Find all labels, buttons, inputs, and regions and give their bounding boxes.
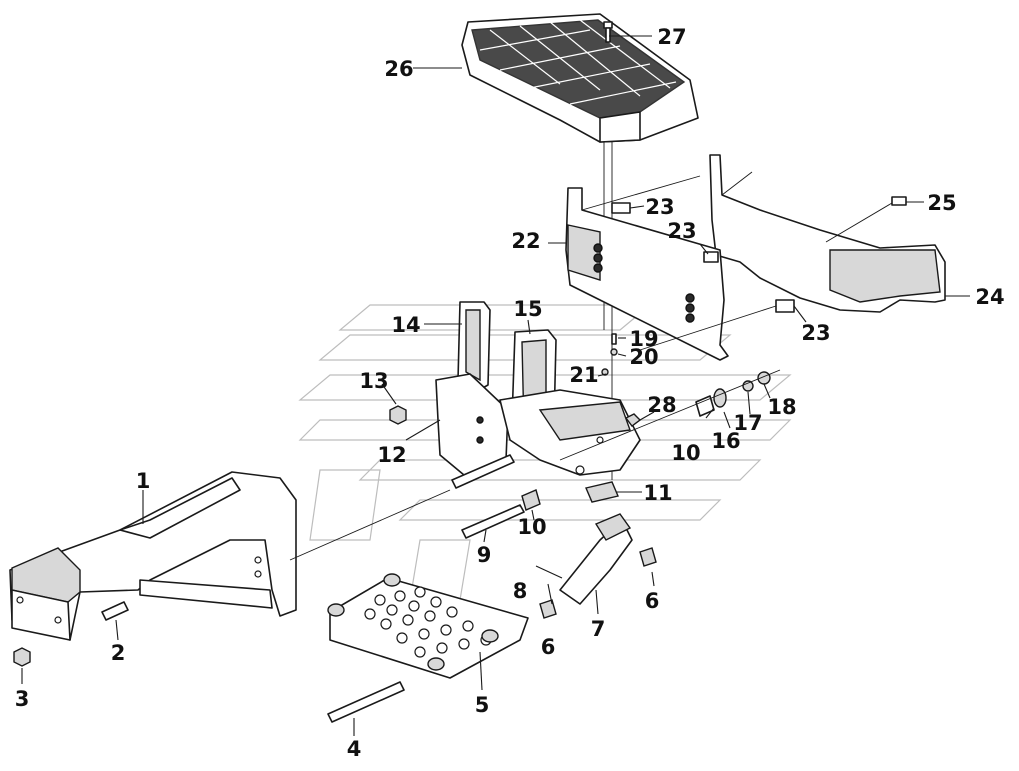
callout-5: 5 [475,693,490,717]
part-17-washer [742,380,754,392]
part-27-bolt [603,21,613,43]
part-16-washer [713,388,727,408]
part-6-bushing-left [539,599,557,619]
part-8-pin [535,565,563,579]
callout-4: 4 [347,737,362,761]
part-22-bracket-plate [565,175,729,361]
part-4-rod [327,681,405,723]
callout-18: 18 [767,395,796,419]
callout-11: 11 [643,481,672,505]
callout-17: 17 [733,411,762,435]
part-3-nut [13,647,31,667]
callout-8: 8 [513,579,528,603]
callout-2: 2 [111,641,126,665]
callout-15: 15 [513,297,542,321]
callout-26: 26 [384,57,413,81]
part-11-plate [585,481,619,503]
callout-6-right: 6 [645,589,660,613]
part-25-bolt [825,196,907,243]
callout-22: 22 [511,229,540,253]
part-7-hinge-bracket [559,513,633,605]
part-26-step-tray [461,13,699,143]
part-23-bolt-middle [703,251,719,263]
callout-3: 3 [15,687,30,711]
callout-27: 27 [657,25,686,49]
callout-19: 19 [629,327,658,351]
part-14-left-upright [457,301,491,396]
callout-6-left: 6 [541,635,556,659]
part-24-rear-panel [709,154,946,313]
callout-21: 21 [569,363,598,387]
callout-14: 14 [391,313,420,337]
part-2-bolt [101,601,129,621]
callout-9: 9 [477,543,492,567]
part-10-bushing-right [695,395,715,417]
callout-23-middle: 23 [667,219,696,243]
part-23-bolt-upper [611,202,631,214]
part-1-main-bracket [9,471,451,641]
callout-13: 13 [359,369,388,393]
callout-10-left: 10 [517,515,546,539]
part-10-bushing-left [521,489,541,511]
part-9-long-bolt [461,504,525,539]
part-13-nut [389,405,407,425]
leader-lines [21,35,970,736]
part-21-washer [601,368,609,376]
center-bracket-assembly [499,389,641,476]
part-6-bushing-right [639,547,657,567]
callout-12: 12 [377,443,406,467]
part-12-pin [451,454,515,489]
callout-16: 16 [711,429,740,453]
callout-23-lower: 23 [801,321,830,345]
part-19-pin [611,333,617,345]
part-5-step-plate [327,573,529,679]
callout-10-right: 10 [671,441,700,465]
callout-labels: 1 2 3 4 5 6 6 7 8 9 10 10 11 12 13 14 15… [15,25,1005,761]
callout-1: 1 [136,469,151,493]
part-20-washer [610,348,618,356]
callout-23-upper: 23 [645,195,674,219]
callout-20: 20 [629,345,658,369]
callout-25: 25 [927,191,956,215]
callout-24: 24 [975,285,1004,309]
callout-7: 7 [591,617,606,641]
callout-28: 28 [647,393,676,417]
